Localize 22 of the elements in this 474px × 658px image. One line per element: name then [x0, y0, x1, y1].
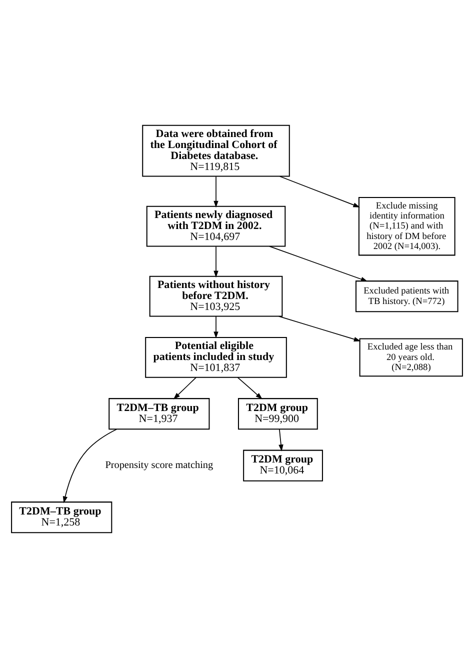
node-box: Data were obtained from the Longitudinal Cohort of Diabetes database. N=119,815 — [142, 124, 290, 177]
node-box: Exclude missing identity information (N=1,115) and with history of DM before 2002 (N=14,003). — [358, 197, 456, 256]
node-box: Patients newly diagnosed with T2DM in 2002. N=104,697 — [146, 206, 286, 247]
arrow — [278, 428, 284, 452]
node-box: T2DM group N=10,064 — [243, 450, 323, 482]
node-box: T2DM–TB group N=1,937 — [108, 398, 210, 430]
node-box: Patients without history before T2DM. N=103,925 — [149, 276, 283, 317]
node-box: Excluded age less than 20 years old. (N=2,088) — [359, 338, 463, 377]
node-box: T2DM–TB group N=1,258 — [11, 502, 112, 534]
arrow — [269, 246, 368, 282]
label: Propensity score matching — [105, 460, 214, 472]
arrow — [173, 376, 197, 400]
arrow — [214, 316, 218, 338]
arrow — [237, 376, 262, 400]
arrow — [62, 428, 118, 504]
node-box: Potential eligible patients included in study N=101,837 — [145, 336, 287, 378]
arrow — [279, 176, 360, 208]
arrow — [278, 316, 361, 342]
node-box: Excluded patients with TB history. (N=772) — [355, 280, 458, 312]
node-box: T2DM group N=99,900 — [238, 398, 318, 430]
arrow — [214, 176, 218, 208]
arrow — [214, 246, 218, 278]
